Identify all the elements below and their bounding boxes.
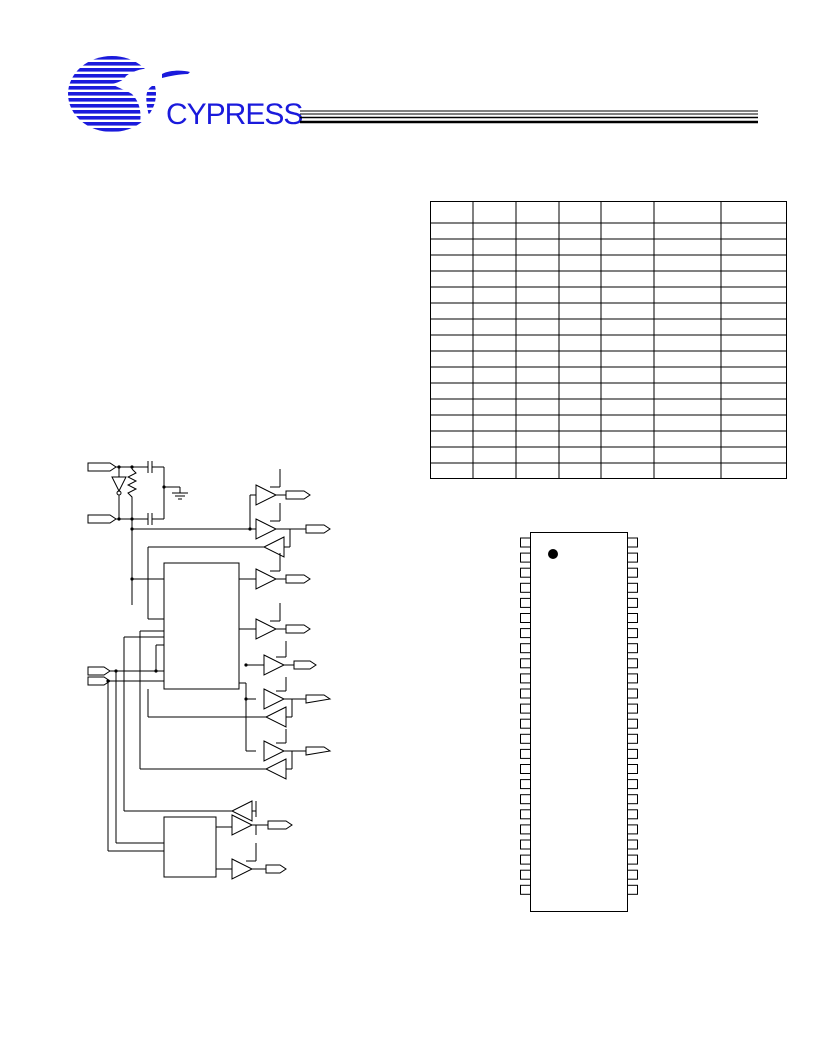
header-rule xyxy=(300,109,758,129)
brand-name: CYPRESS xyxy=(166,98,302,131)
cypress-tree-globe-logo-icon: CYPRESS xyxy=(68,56,303,132)
block-diagram xyxy=(80,455,340,885)
clock-generator-block-diagram-icon xyxy=(87,461,332,880)
ssop-package-pinout-icon xyxy=(520,532,638,912)
frequency-table xyxy=(430,201,787,479)
pin-package xyxy=(510,528,650,914)
cypress-logo: CYPRESS xyxy=(66,50,306,140)
